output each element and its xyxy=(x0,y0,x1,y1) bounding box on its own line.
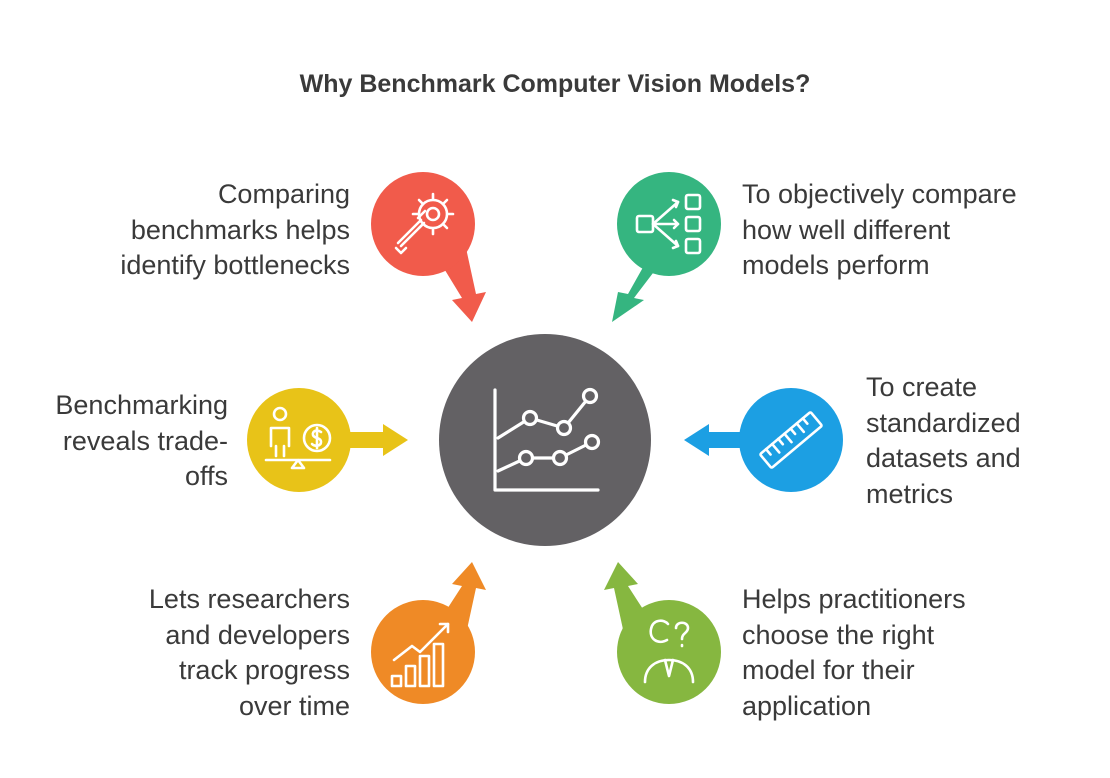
label-bottom-left: Lets researchers and developers track pr… xyxy=(148,584,350,721)
center-node xyxy=(439,334,651,546)
circle-bottom-right xyxy=(617,600,721,704)
label-top-left: Comparing benchmarks helps identify bott… xyxy=(120,179,350,280)
label-middle-right: To create standardized datasets and metr… xyxy=(866,372,1021,509)
node-middle-right xyxy=(684,388,843,492)
gear-wrench-icon xyxy=(394,192,455,255)
node-top-right xyxy=(612,172,721,322)
person-money-balance-icon xyxy=(264,406,332,470)
label-bottom-right: Helps practitioners choose the right mod… xyxy=(742,584,966,721)
label-top-right: To objectively compare how well differen… xyxy=(742,179,1017,280)
line-chart-icon xyxy=(493,387,601,492)
node-middle-left xyxy=(247,388,408,492)
arrow-middle-left xyxy=(345,424,408,456)
node-top-left xyxy=(371,172,486,322)
diagram-title: Why Benchmark Computer Vision Models? xyxy=(299,70,811,98)
flow-comparison-icon xyxy=(635,193,702,255)
circle-bottom-left xyxy=(371,600,475,704)
circle-middle-left xyxy=(247,388,351,492)
growth-bar-chart-icon xyxy=(390,622,450,688)
node-bottom-right xyxy=(604,562,721,704)
label-middle-left: Benchmarking reveals trade- offs xyxy=(55,390,228,491)
ruler-icon xyxy=(759,411,823,469)
node-bottom-left xyxy=(371,562,486,704)
person-question-icon xyxy=(643,619,695,684)
arrow-middle-right xyxy=(684,424,745,456)
center-circle xyxy=(439,334,651,546)
